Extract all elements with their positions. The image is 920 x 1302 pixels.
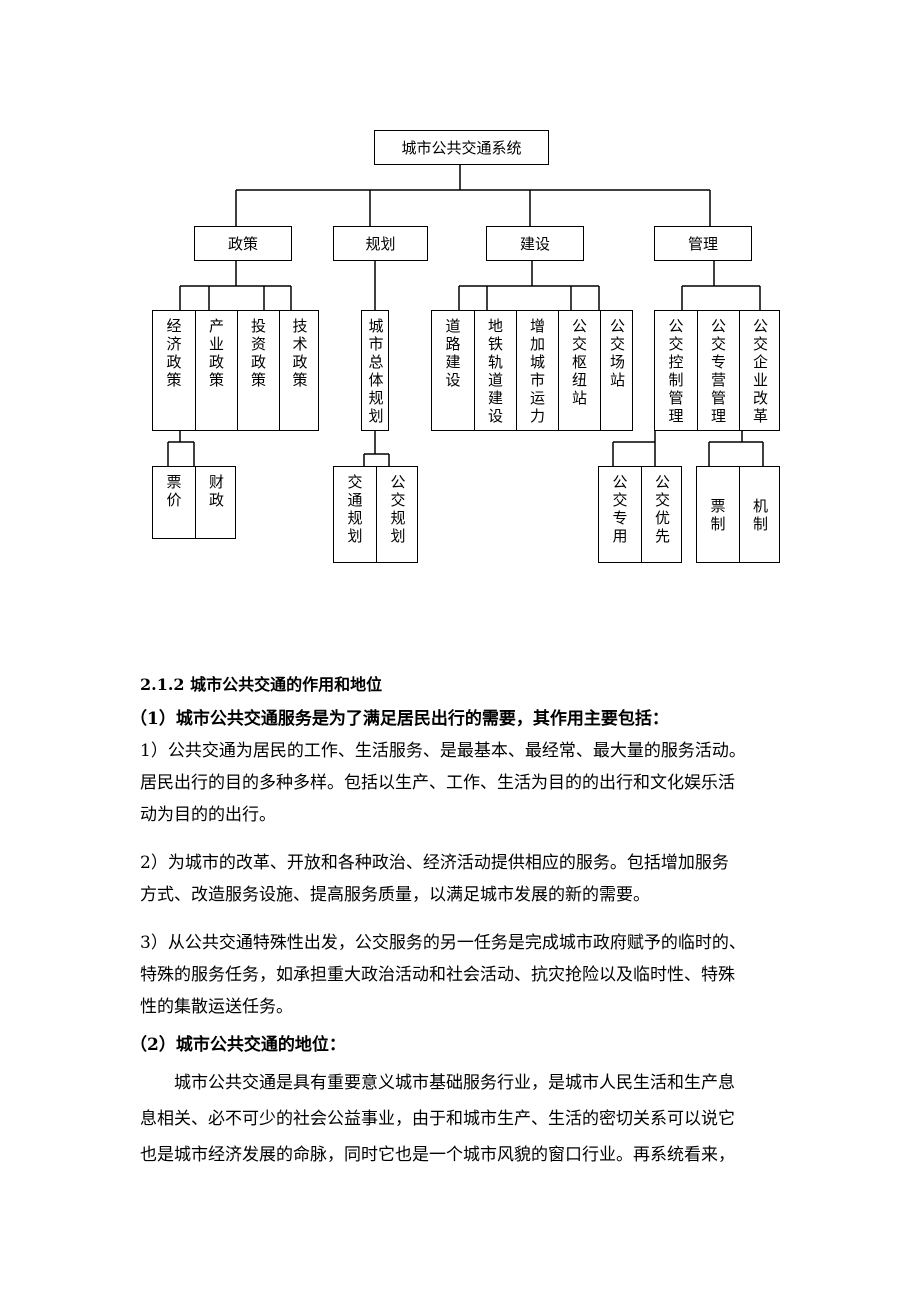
construction-item: 增加城市运力 xyxy=(516,311,558,430)
construction-children-group: 道路建设 地铁轨道建设 增加城市运力 公交枢纽站 公交场站 xyxy=(431,310,633,431)
paragraph-line: 城市公共交通是具有重要意义城市基础服务行业，是城市人民生活和生产息 xyxy=(174,1073,735,1093)
management-sub1-label: 公交专用 xyxy=(612,473,628,545)
management-sub2-item: 机制 xyxy=(739,467,781,562)
construction-item-label: 公交枢纽站 xyxy=(571,317,587,407)
policy-box: 政策 xyxy=(194,226,292,261)
planning-box: 规划 xyxy=(333,226,428,261)
paragraph-line: 性的集散运送任务。 xyxy=(140,997,293,1017)
policy-item: 经济政策 xyxy=(153,311,195,430)
root-box: 城市公共交通系统 xyxy=(374,130,549,165)
construction-label: 建设 xyxy=(519,235,550,253)
paragraph-line: 2）为城市的改革、开放和各种政治、经济活动提供相应的服务。包括增加服务 xyxy=(140,853,729,873)
management-box: 管理 xyxy=(654,226,752,261)
management-children-group: 公交控制管理 公交专营管理 公交企业改革 xyxy=(654,310,780,431)
paragraph-line: 1）公共交通为居民的工作、生活服务、是最基本、最经常、最大量的服务活动。 xyxy=(140,741,746,761)
policy-item: 投资政策 xyxy=(237,311,279,430)
planning-sub-group: 交通规划 公交规划 xyxy=(333,466,418,563)
management-sub2-label: 票制 xyxy=(710,497,726,533)
paragraph-line: 动为目的的出行。 xyxy=(140,805,276,825)
planning-children-group: 城市总体规划 xyxy=(361,310,389,431)
section-heading: 2.1.2 城市公共交通的作用和地位 xyxy=(140,675,383,694)
construction-item: 道路建设 xyxy=(432,311,474,430)
construction-item-label: 道路建设 xyxy=(445,317,461,389)
construction-item: 公交场站 xyxy=(600,311,634,430)
management-sub2-group: 票制 机制 xyxy=(696,466,780,563)
management-sub2-label: 机制 xyxy=(752,497,768,533)
policy-item-label: 技术政策 xyxy=(292,317,308,389)
management-sub1-group: 公交专用 公交优先 xyxy=(598,466,682,563)
management-sub1-label: 公交优先 xyxy=(654,473,670,545)
planning-item-label: 城市总体规划 xyxy=(368,317,384,425)
org-chart-connectors xyxy=(167,164,764,466)
planning-label: 规划 xyxy=(365,235,396,253)
paragraph-line: 息相关、必不可少的社会公益事业，由于和城市生产、生活的密切关系可以说它 xyxy=(140,1109,735,1129)
management-sub1-item: 公交专用 xyxy=(599,467,641,562)
paragraph-line: 也是城市经济发展的命脉，同时它也是一个城市风貌的窗口行业。再系统看来， xyxy=(140,1145,735,1165)
management-item-label: 公交控制管理 xyxy=(668,317,684,425)
paragraph-line: 方式、改造服务设施、提高服务质量，以满足城市发展的新的需要。 xyxy=(140,885,650,905)
policy-item-label: 投资政策 xyxy=(250,317,266,389)
management-sub1-item: 公交优先 xyxy=(641,467,683,562)
policy-sub-label: 票价 xyxy=(166,473,182,509)
management-sub2-item: 票制 xyxy=(697,467,739,562)
policy-item: 产业政策 xyxy=(195,311,237,430)
policy-children-group: 经济政策 产业政策 投资政策 技术政策 xyxy=(152,310,319,431)
subheading-2: （2）城市公共交通的地位： xyxy=(130,1035,346,1055)
policy-sub-group: 票价 财政 xyxy=(152,466,236,539)
planning-item: 城市总体规划 xyxy=(362,311,390,430)
construction-box: 建设 xyxy=(486,226,584,261)
construction-item: 公交枢纽站 xyxy=(558,311,600,430)
management-label: 管理 xyxy=(687,235,718,253)
subheading-1: （1）城市公共交通服务是为了满足居民出行的需要，其作用主要包括： xyxy=(130,709,669,729)
planning-sub-item: 交通规划 xyxy=(334,467,376,562)
policy-item: 技术政策 xyxy=(279,311,320,430)
management-item: 公交控制管理 xyxy=(655,311,697,430)
management-item-label: 公交企业改革 xyxy=(752,317,768,425)
policy-label: 政策 xyxy=(227,235,258,253)
planning-sub-label: 交通规划 xyxy=(347,473,363,545)
construction-item-label: 公交场站 xyxy=(609,317,625,389)
planning-sub-label: 公交规划 xyxy=(390,473,406,545)
paragraph-line: 居民出行的目的多种多样。包括以生产、工作、生活为目的的出行和文化娱乐活 xyxy=(140,773,735,793)
management-item: 公交企业改革 xyxy=(739,311,781,430)
policy-sub-label: 财政 xyxy=(208,473,224,509)
paragraph-line: 特殊的服务任务，如承担重大政治活动和社会活动、抗灾抢险以及临时性、特殊 xyxy=(140,965,735,985)
policy-item-label: 经济政策 xyxy=(166,317,182,389)
management-item: 公交专营管理 xyxy=(697,311,739,430)
policy-sub-item: 财政 xyxy=(195,467,237,538)
construction-item-label: 增加城市运力 xyxy=(529,317,545,425)
root-label: 城市公共交通系统 xyxy=(401,139,522,157)
policy-sub-item: 票价 xyxy=(153,467,195,538)
planning-sub-item: 公交规划 xyxy=(376,467,419,562)
policy-item-label: 产业政策 xyxy=(208,317,224,389)
construction-item: 地铁轨道建设 xyxy=(474,311,516,430)
paragraph-line: 3）从公共交通特殊性出发，公交服务的另一任务是完成城市政府赋予的临时的、 xyxy=(140,933,746,953)
construction-item-label: 地铁轨道建设 xyxy=(487,317,503,425)
management-item-label: 公交专营管理 xyxy=(710,317,726,425)
